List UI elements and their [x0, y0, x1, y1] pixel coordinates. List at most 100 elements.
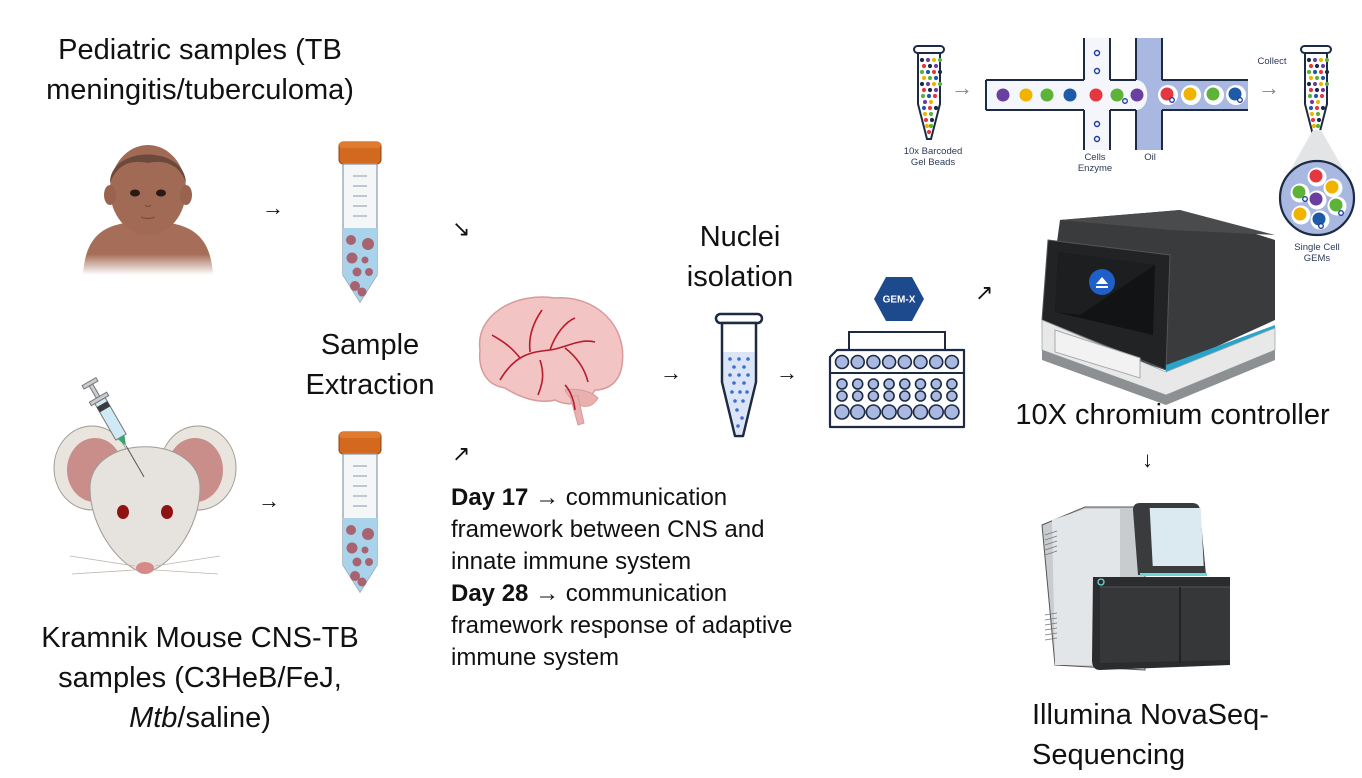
chip-wells [834, 354, 960, 420]
oil-label: Oil [1144, 152, 1156, 163]
gel-bead [1309, 192, 1323, 206]
mtb-italic: Mtb [129, 702, 178, 734]
bead [1310, 117, 1316, 123]
bead [1308, 105, 1314, 111]
arrow-right-icon: → [776, 360, 798, 385]
bead [1320, 87, 1326, 93]
bead [933, 105, 939, 111]
bead [937, 69, 943, 75]
gel-bead [1019, 88, 1033, 102]
gel-bead [1206, 87, 1220, 101]
chip-well [866, 354, 881, 370]
bead [1324, 81, 1330, 87]
bead [1308, 87, 1314, 93]
bead [1312, 69, 1318, 75]
mouse-injection-icon [53, 376, 237, 575]
bead [933, 75, 939, 81]
gel-bead [1089, 88, 1103, 102]
gel-bead [1228, 87, 1242, 101]
microtube-nuclei-icon [714, 312, 764, 438]
day28-desc-1: communication [559, 580, 728, 607]
single-cell-gems-zoom [1278, 130, 1356, 237]
bead [1314, 75, 1320, 81]
bead [922, 99, 928, 105]
bead [1315, 123, 1321, 129]
pediatric-samples-label: Pediatric samples (TB meningitis/tubercu… [0, 30, 400, 110]
gel-bead [1325, 180, 1339, 194]
cell [1302, 196, 1308, 202]
chip-well [914, 390, 927, 402]
chip-well [834, 354, 850, 370]
chip-well [883, 378, 895, 390]
bead [927, 63, 933, 69]
bead [1324, 57, 1330, 63]
bead [1306, 57, 1312, 63]
mouse-samples-label: Kramnik Mouse CNS-TB samples (C3HeB/FeJ,… [0, 618, 400, 738]
bead [928, 123, 934, 129]
gel-beads-label: 10x Barcoded Gel Beads [893, 146, 973, 168]
chip-well [834, 404, 850, 420]
cells-enzyme-label: Cells Enzyme [1070, 152, 1120, 174]
brain-icon [478, 296, 624, 426]
bead [1308, 63, 1314, 69]
enzyme-line: Enzyme [1077, 163, 1113, 174]
arrow-up-right-icon: ↗ [452, 441, 471, 466]
nuclei-isolation-label: Nuclei isolation [660, 217, 820, 297]
bead [1309, 111, 1315, 117]
bead [928, 99, 934, 105]
chip-well [944, 404, 960, 420]
arrow-right-icon: → [660, 360, 682, 385]
bead [1312, 57, 1318, 63]
arrow-right-icon: → [951, 75, 973, 100]
bead [921, 87, 927, 93]
gem-x-badge-text: GEM-X [883, 295, 916, 306]
microfluidic-channel [985, 38, 1248, 150]
chip-well [946, 378, 958, 390]
arrow-down-icon: ↓ [1142, 447, 1153, 472]
chip-well [850, 354, 866, 370]
illumina-line2: Sequencing [1032, 739, 1186, 771]
chip-well [899, 390, 911, 402]
bead [927, 105, 933, 111]
saline-text: /saline) [177, 702, 271, 734]
arrow-down-right-icon: ↘ [452, 216, 471, 241]
falcon-tube-icon [338, 431, 382, 594]
bead [933, 87, 939, 93]
arrow-right-icon: → [262, 195, 284, 220]
gel-bead [1130, 88, 1144, 102]
chip-well [930, 378, 942, 390]
chip-well [914, 378, 927, 390]
bead [931, 69, 937, 75]
chip-well [897, 354, 913, 370]
bead [1318, 57, 1324, 63]
chip-well [881, 354, 897, 370]
bead [921, 63, 927, 69]
bead [924, 123, 930, 129]
day17-desc-3: innate immune system [451, 548, 692, 575]
bead [1318, 69, 1324, 75]
cell [1318, 223, 1324, 229]
gel-bead [1063, 88, 1077, 102]
gel-bead [1309, 169, 1323, 183]
chip-well [867, 390, 880, 402]
timepoint-day17: Day 17 → communication framework between… [451, 482, 871, 578]
chromium-controller-label: 10X chromium controller [1015, 399, 1330, 431]
sample-extraction-line2: Extraction [305, 369, 435, 401]
bead [933, 63, 939, 69]
nuclei-label-line2: isolation [686, 261, 794, 293]
bead [919, 57, 925, 63]
chip-well [849, 404, 866, 420]
bead [919, 69, 925, 75]
gel-bead [1160, 87, 1174, 101]
bead [1307, 93, 1313, 99]
mouse-label-line1: Kramnik Mouse CNS-TB [41, 622, 359, 654]
chip-well [946, 390, 958, 402]
gel-beads-tube-icon [913, 45, 945, 140]
bead [926, 93, 932, 99]
bead [1316, 117, 1322, 123]
bead [927, 87, 933, 93]
bead [1324, 69, 1330, 75]
bead [1315, 111, 1321, 117]
chip-well [928, 354, 944, 370]
chip-well [836, 378, 848, 390]
